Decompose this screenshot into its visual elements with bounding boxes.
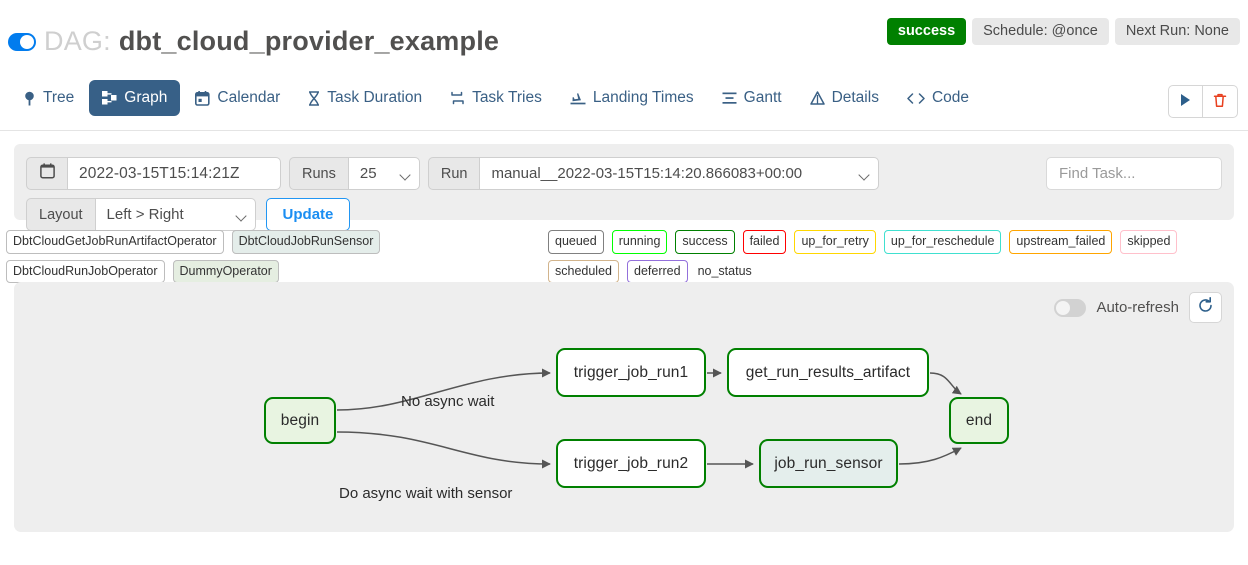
trigger-dag-button[interactable] <box>1168 85 1203 118</box>
code-icon <box>907 92 925 105</box>
tab-task-duration[interactable]: Task Duration <box>295 80 435 116</box>
state-legend-chip[interactable]: no_status <box>697 263 752 278</box>
operator-legend-chip[interactable]: DbtCloudGetJobRunArtifactOperator <box>6 230 224 254</box>
gantt-icon <box>722 91 737 105</box>
find-task-input[interactable]: Find Task... <box>1046 157 1222 190</box>
tab-label: Gantt <box>743 89 782 106</box>
tab-landing-times[interactable]: Landing Times <box>557 80 707 116</box>
state-legend-chip[interactable]: running <box>611 230 668 254</box>
auto-refresh-toggle[interactable] <box>1054 298 1087 317</box>
page-title: DAG: dbt_cloud_provider_example <box>8 26 499 57</box>
layout-group: Layout Left > Right <box>26 198 256 231</box>
play-icon <box>1179 93 1192 110</box>
base-date-input[interactable]: 2022-03-15T15:14:21Z <box>67 157 281 190</box>
status-badge: success <box>886 18 967 45</box>
tab-gantt[interactable]: Gantt <box>709 80 795 116</box>
graph-edge-label: Do async wait with sensor <box>339 485 513 502</box>
tab-label: Code <box>931 89 970 106</box>
dag-label: DAG: <box>44 26 111 56</box>
tab-graph[interactable]: Graph <box>89 80 181 116</box>
state-legend-chip[interactable]: success <box>675 230 735 254</box>
graph-node-trigger_job_run2[interactable]: trigger_job_run2 <box>556 439 706 488</box>
state-legend-chip[interactable]: upstream_failed <box>1009 230 1113 254</box>
layout-select[interactable]: Left > Right <box>94 198 256 231</box>
tree-icon <box>23 91 36 106</box>
tab-details[interactable]: Details <box>797 80 892 116</box>
header-badges: success Schedule: @once Next Run: None <box>886 18 1240 45</box>
operator-legend-chip[interactable]: DbtCloudJobRunSensor <box>231 230 381 254</box>
tab-label: Tree <box>43 89 75 106</box>
tab-list: Tree Graph Calendar Task Duration Task T <box>10 80 982 116</box>
auto-refresh-label: Auto-refresh <box>1096 299 1179 316</box>
tab-tree[interactable]: Tree <box>10 80 87 116</box>
runs-label: Runs <box>289 157 349 190</box>
retry-icon <box>450 91 465 105</box>
state-legend-chip[interactable]: failed <box>742 230 787 254</box>
run-select[interactable]: manual__2022-03-15T15:14:20.866083+00:00 <box>479 157 880 190</box>
state-legend-chip[interactable]: up_for_retry <box>794 230 876 254</box>
filter-row-top: 2022-03-15T15:14:21Z Runs 25 Run manual_… <box>26 157 1222 190</box>
graph-node-end[interactable]: end <box>949 397 1009 444</box>
graph-node-job_run_sensor[interactable]: job_run_sensor <box>759 439 898 488</box>
toggle-on-icon[interactable] <box>8 32 36 51</box>
next-run-badge: Next Run: None <box>1114 18 1240 45</box>
run-group: Run manual__2022-03-15T15:14:20.866083+0… <box>427 157 880 190</box>
dag-header: DAG: dbt_cloud_provider_example success … <box>0 0 1248 74</box>
tab-label: Graph <box>124 89 168 106</box>
tab-label: Calendar <box>217 89 281 106</box>
calendar-picker-button[interactable] <box>26 157 68 190</box>
graph-node-trigger_job_run1[interactable]: trigger_job_run1 <box>556 348 706 397</box>
graph-node-get_run_results_artifact[interactable]: get_run_results_artifact <box>727 348 929 397</box>
calendar-icon <box>195 90 210 106</box>
hourglass-icon <box>308 90 320 106</box>
tab-label: Landing Times <box>592 89 694 106</box>
view-tabbar: Tree Graph Calendar Task Duration Task T <box>0 74 1248 131</box>
graph-edge-label: No async wait <box>401 393 495 410</box>
graph-edges <box>336 368 962 469</box>
schedule-badge: Schedule: @once <box>972 18 1109 45</box>
filter-row-bottom: Layout Left > Right Update <box>26 198 1222 231</box>
tab-label: Task Duration <box>327 89 423 106</box>
filter-panel: 2022-03-15T15:14:21Z Runs 25 Run manual_… <box>14 144 1234 231</box>
state-legend-chip[interactable]: skipped <box>1120 230 1178 254</box>
dag-name: dbt_cloud_provider_example <box>118 26 500 56</box>
state-legend-chip[interactable]: scheduled <box>548 259 619 283</box>
tab-task-tries[interactable]: Task Tries <box>437 80 555 116</box>
graph-panel: Auto-refresh begin trigger_job_run1 get_ru… <box>14 282 1234 532</box>
run-label: Run <box>427 157 481 190</box>
refresh-icon <box>1197 296 1214 319</box>
delete-dag-button[interactable] <box>1203 85 1238 118</box>
state-legend-chip[interactable]: up_for_reschedule <box>883 230 1002 254</box>
graph-node-begin[interactable]: begin <box>264 397 336 444</box>
tab-calendar[interactable]: Calendar <box>182 80 293 116</box>
update-button[interactable]: Update <box>265 198 351 231</box>
operator-legend-chip[interactable]: DbtCloudRunJobOperator <box>6 259 165 283</box>
triangle-icon <box>809 91 825 105</box>
graph-toolbar: Auto-refresh <box>1054 292 1222 323</box>
base-date-group: 2022-03-15T15:14:21Z <box>26 157 281 190</box>
graph-icon <box>102 91 117 105</box>
trash-icon <box>1213 93 1227 111</box>
refresh-button[interactable] <box>1189 292 1222 323</box>
runs-select[interactable]: 25 <box>347 157 420 190</box>
dag-action-buttons <box>1168 85 1238 118</box>
state-legend: queued running success failed up_for_retry up… <box>548 230 1248 283</box>
tab-label: Details <box>831 89 879 106</box>
calendar-icon <box>39 163 55 184</box>
state-legend-chip[interactable]: queued <box>548 230 604 254</box>
tab-code[interactable]: Code <box>894 80 982 116</box>
operator-legend-chip[interactable]: DummyOperator <box>172 259 279 283</box>
landing-icon <box>570 91 586 105</box>
runs-group: Runs 25 <box>289 157 420 190</box>
state-legend-chip[interactable]: deferred <box>627 259 688 283</box>
layout-label: Layout <box>26 198 96 231</box>
tab-label: Task Tries <box>472 89 542 106</box>
